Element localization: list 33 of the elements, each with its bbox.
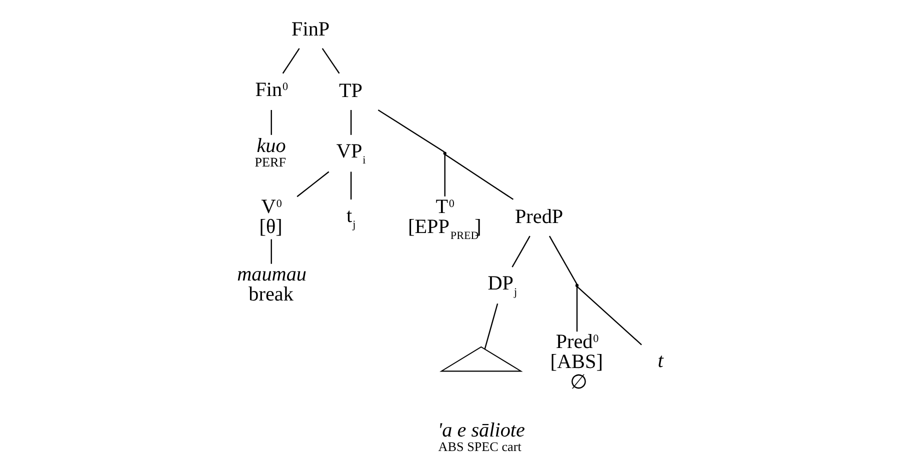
node-text: VP$_{i}$	[336, 140, 366, 166]
connector	[321, 48, 340, 74]
connector	[511, 236, 530, 268]
node-point	[574, 284, 578, 288]
connector	[270, 239, 272, 264]
connector	[576, 286, 642, 346]
connector	[548, 236, 577, 285]
connector	[484, 303, 498, 350]
node-text: T$^{0}$ [EPP$_{PRED}$]	[408, 196, 481, 242]
node-text: maumau break	[236, 263, 306, 306]
node-text: TP	[338, 80, 362, 102]
node-text: Pred$^{0}$ [ABS] ∅	[550, 330, 602, 394]
node-text: DP$_{j}$	[487, 272, 517, 298]
node-label: ʹa e sāliote	[437, 419, 524, 442]
connector	[296, 171, 329, 198]
connector	[270, 110, 272, 135]
connector	[576, 286, 578, 332]
node-text: Fin$^{0}$	[254, 78, 288, 101]
connector	[350, 172, 352, 200]
node-label: ABS SPEC cart	[438, 438, 521, 454]
connector	[350, 110, 352, 135]
connector	[377, 109, 444, 153]
node-text: V$^{0}$ [θ]	[258, 196, 282, 238]
node-text: FinP	[291, 18, 330, 40]
connector	[444, 154, 514, 200]
node-text: PredP	[514, 206, 563, 228]
node-text: t	[657, 350, 663, 372]
connector	[282, 48, 300, 74]
node-text: t$_{j}$	[346, 204, 356, 231]
node-text: kuo PERF	[254, 134, 286, 170]
node-triangle	[439, 346, 522, 372]
node-point	[442, 152, 446, 155]
connector	[444, 154, 445, 196]
